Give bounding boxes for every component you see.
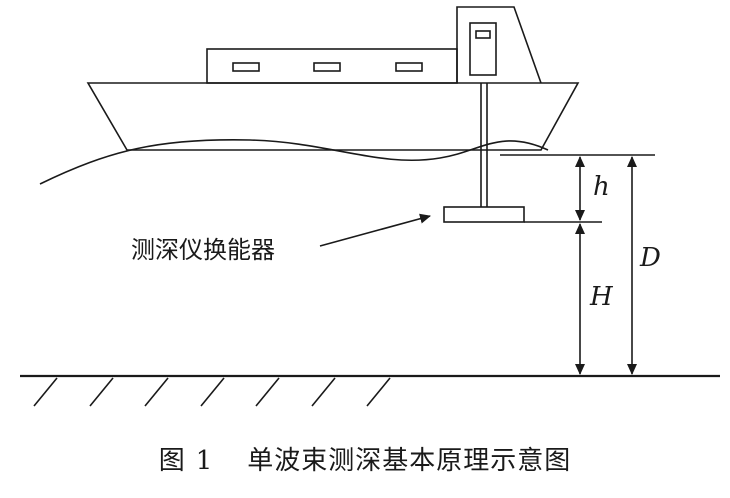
ship-window-1 xyxy=(232,62,260,72)
ship-bridge-window xyxy=(475,30,491,39)
label-transducer: 测深仪换能器 xyxy=(131,236,275,264)
label-h: h xyxy=(593,172,610,202)
water-surface xyxy=(39,138,549,185)
ship-window-2 xyxy=(313,62,341,72)
transducer-callout-arrow xyxy=(319,213,431,247)
ship-cabin xyxy=(206,48,458,84)
label-D: D xyxy=(639,243,661,273)
ship xyxy=(86,6,580,151)
caption-title: 单波束测深基本原理示意图 xyxy=(247,446,572,476)
ship-hull xyxy=(86,82,580,151)
transducer xyxy=(443,206,525,223)
label-H: H xyxy=(589,282,614,312)
caption-number: 1 xyxy=(195,446,214,476)
seabed xyxy=(20,374,720,407)
single-beam-sounding-diagram: h H D 测深仪换能器 xyxy=(20,6,720,407)
ship-window-3 xyxy=(395,62,423,72)
caption-prefix: 图 xyxy=(158,446,186,476)
ship-bridge xyxy=(456,6,542,84)
ship-bridge-panel xyxy=(469,22,497,76)
